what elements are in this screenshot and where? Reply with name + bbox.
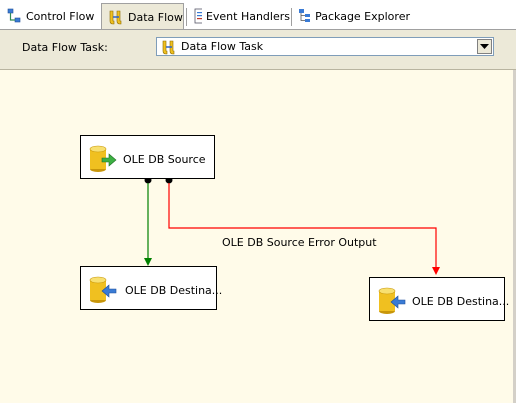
ole-db-source-icon xyxy=(89,145,117,172)
ole-db-destination-component[interactable]: OLE DB Destina... xyxy=(369,277,509,321)
tab-event-handlers[interactable]: Event Handlers xyxy=(187,4,290,28)
control-flow-icon xyxy=(7,8,21,23)
tab-separator xyxy=(291,8,292,26)
path-layer xyxy=(144,176,441,276)
ole-db-destination-component[interactable]: OLE DB Destina... xyxy=(80,266,222,310)
tab-label: Control Flow xyxy=(26,9,95,23)
task-selector-dropdown[interactable]: Data Flow Task xyxy=(156,37,494,56)
ole-db-destination-icon xyxy=(89,276,117,303)
error-path[interactable] xyxy=(165,176,441,276)
data-flow-icon xyxy=(109,10,122,25)
task-selector-bar: Data Flow Task: Data Flow Task xyxy=(0,30,516,70)
tab-label: Package Explorer xyxy=(315,9,410,23)
tab-label: Event Handlers xyxy=(205,9,290,23)
component-label: OLE DB Destina... xyxy=(125,284,223,297)
dropdown-button[interactable] xyxy=(477,39,492,54)
event-handlers-icon xyxy=(194,8,202,24)
component-label: OLE DB Source xyxy=(123,153,206,166)
tab-data-flow[interactable]: Data Flow xyxy=(101,3,184,30)
ole-db-destination-icon xyxy=(378,287,406,314)
chevron-down-icon xyxy=(480,43,489,49)
right-edge-bar xyxy=(513,70,516,403)
ole-db-source-component[interactable]: OLE DB Source xyxy=(80,135,215,179)
success-arrowhead xyxy=(144,258,152,266)
task-selector-value: Data Flow Task xyxy=(181,40,264,53)
data-flow-design-surface[interactable]: OLE DB Source Error Output OLE DB Source… xyxy=(0,70,516,403)
tab-control-flow[interactable]: Control Flow xyxy=(0,4,98,28)
tab-package-explorer[interactable]: Package Explorer xyxy=(292,4,410,28)
data-flow-icon xyxy=(162,40,175,55)
success-path[interactable] xyxy=(144,176,152,267)
component-label: OLE DB Destina... xyxy=(412,295,510,308)
tab-label: Data Flow xyxy=(128,10,183,24)
tab-separator xyxy=(186,8,187,26)
error-path-label: OLE DB Source Error Output xyxy=(222,236,377,249)
package-explorer-icon xyxy=(299,9,310,22)
designer-tab-bar: Control Flow Data Flow Event Handlers Pa… xyxy=(0,0,516,30)
error-arrowhead xyxy=(432,267,440,275)
task-selector-label: Data Flow Task: xyxy=(22,41,108,54)
tab-bar-divider xyxy=(0,29,516,30)
